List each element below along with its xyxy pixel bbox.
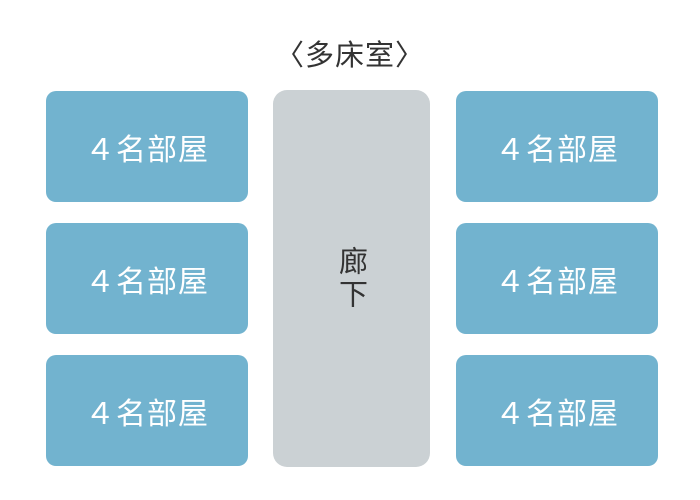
corridor-label: 廊下 bbox=[334, 245, 369, 312]
corridor: 廊下 bbox=[273, 90, 430, 467]
room-right-2: ４名部屋 bbox=[456, 223, 658, 334]
room-right-1: ４名部屋 bbox=[456, 91, 658, 202]
diagram-title: 〈多床室〉 bbox=[274, 38, 425, 72]
room-right-3: ４名部屋 bbox=[456, 355, 658, 466]
room-left-2: ４名部屋 bbox=[46, 223, 248, 334]
room-left-1: ４名部屋 bbox=[46, 91, 248, 202]
room-left-3: ４名部屋 bbox=[46, 355, 248, 466]
